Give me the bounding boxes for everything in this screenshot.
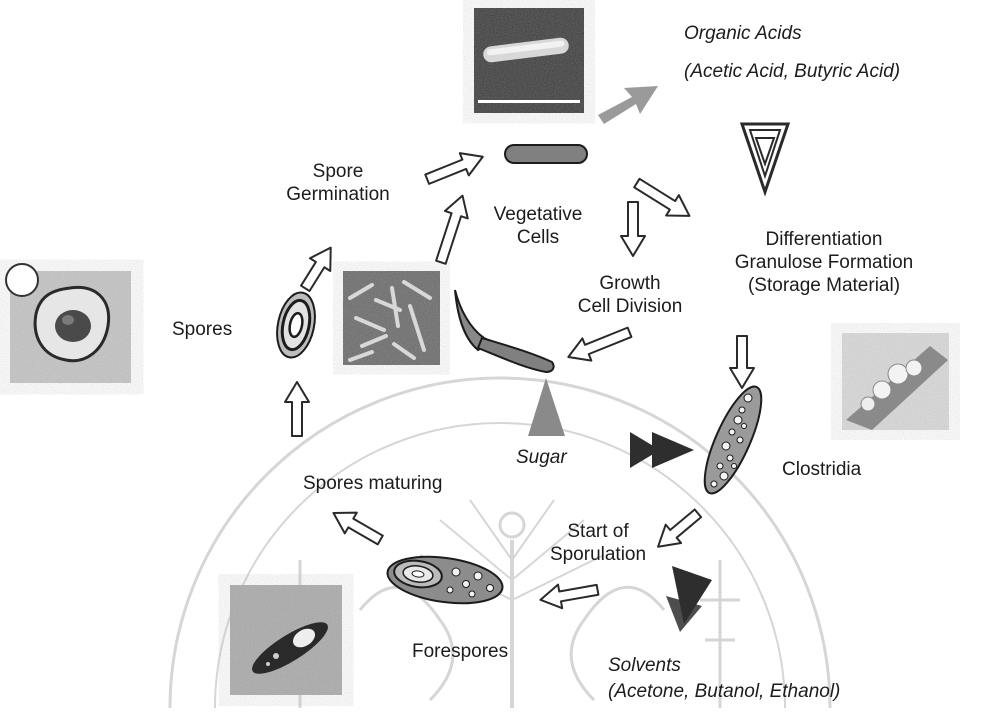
sugar-input-arrow-icon [528,378,565,436]
spore-germination-line2: Germination [268,183,408,206]
spore-micrograph-icon [6,264,131,383]
sporulation-label: Start of Sporulation [530,520,666,566]
sugar-label: Sugar [516,446,567,469]
vegetative-line2: Cells [478,226,598,249]
sporulation-line2: Sporulation [530,543,666,566]
dividing-cell-icon [455,290,554,372]
spore-icon [272,289,321,361]
rods-micrograph-icon [343,271,440,365]
solvents-label: Solvents [608,654,681,677]
clostridia-label: Clostridia [782,458,861,481]
differentiation-label: Differentiation Granulose Formation (Sto… [688,228,960,297]
organic-acids-label: Organic Acids [684,22,802,45]
vegetative-micrograph-icon [474,8,584,113]
growth-line1: Growth [552,272,708,295]
sugar-uptake-arrow-icon [630,432,694,468]
clostridia-cell-icon [694,380,772,500]
vegetative-cells-label: Vegetative Cells [478,203,598,249]
forespores-label: Forespores [412,640,508,663]
spore-germination-line1: Spore [268,160,408,183]
vegetative-line1: Vegetative [478,203,598,226]
acid-output-arrow-icon [598,86,658,124]
differentiation-line1: Differentiation [688,228,960,251]
spore-germination-label: Spore Germination [268,160,408,206]
differentiation-line2: Granulose Formation [688,251,960,274]
triangle-arrow-icon [742,124,788,192]
vegetative-cell-icon [505,145,587,163]
differentiation-line3: (Storage Material) [688,274,960,297]
growth-label: Growth Cell Division [552,272,708,318]
organic-acids-examples-label: (Acetic Acid, Butyric Acid) [684,60,900,83]
sporulation-line1: Start of [530,520,666,543]
solvents-examples-label: (Acetone, Butanol, Ethanol) [608,680,840,703]
granulose-micrograph-icon [842,333,949,430]
spores-label: Spores [172,318,232,341]
growth-line2: Cell Division [552,295,708,318]
forespore-micrograph-icon [230,585,342,695]
spores-maturing-label: Spores maturing [303,472,442,495]
